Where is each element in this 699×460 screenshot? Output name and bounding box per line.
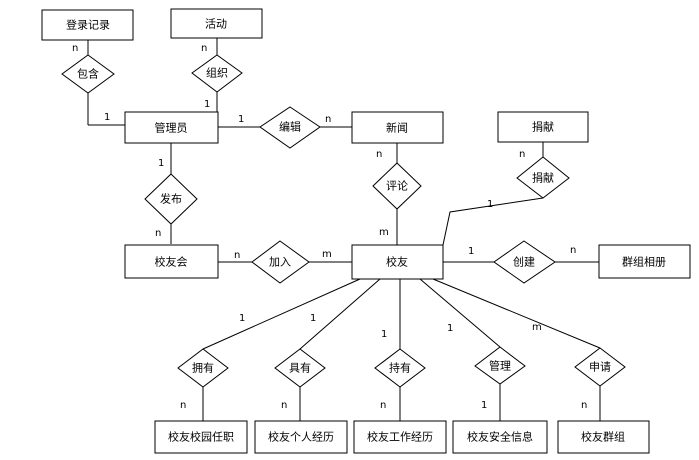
entity-alumni: 校友 (351, 244, 444, 280)
entity-label-admin: 管理员 (155, 121, 188, 135)
relation-label-hold: 持有 (389, 361, 411, 375)
entity-personal-exp: 校友个人经历 (254, 420, 348, 454)
relation-own: 拥有 (177, 348, 229, 388)
entity-security: 校友安全信息 (452, 420, 548, 454)
card-contain-admin: 1 (104, 112, 110, 123)
card-join-alumni: m (322, 249, 332, 260)
card-have-alumni: 1 (310, 313, 316, 324)
relation-have: 具有 (274, 348, 326, 388)
line-alumni-manage (419, 278, 501, 348)
card-have-exp: n (281, 400, 287, 411)
relation-join: 加入 (251, 240, 310, 284)
line-alumni-apply (432, 278, 601, 349)
card-join-assoc: n (234, 250, 240, 261)
relation-publish: 发布 (144, 173, 198, 225)
entity-school-job: 校友校园任职 (154, 420, 248, 454)
card-create-alumni: 1 (468, 246, 474, 257)
relation-label-manage: 管理 (489, 359, 511, 373)
relation-comment: 评论 (372, 162, 422, 210)
entity-label-activity: 活动 (205, 18, 227, 31)
entity-alumni-assoc: 校友会 (124, 244, 219, 279)
relation-label-own: 拥有 (192, 361, 214, 375)
relation-label-donate: 捐献 (532, 171, 554, 185)
entity-login: 登录记录 (41, 9, 134, 41)
relation-donate: 捐献 (516, 156, 570, 199)
entity-label-personal-exp: 校友个人经历 (268, 430, 334, 444)
entity-label-login: 登录记录 (66, 18, 110, 32)
relation-label-have: 具有 (289, 361, 311, 375)
card-hold-alumni: 1 (381, 329, 387, 340)
card-organize-activity: n (201, 43, 207, 54)
entity-label-work-exp: 校友工作经历 (367, 430, 433, 444)
card-publish-assoc: n (155, 228, 161, 239)
relation-manage: 管理 (474, 346, 526, 385)
card-donate-alumni: 1 (487, 199, 493, 210)
card-donate-donation: n (519, 149, 525, 160)
relation-hold: 持有 (374, 348, 426, 388)
card-create-album: n (570, 245, 576, 256)
entity-admin: 管理员 (124, 111, 219, 144)
entity-label-school-job: 校友校园任职 (168, 430, 234, 444)
entity-label-group: 校友群组 (581, 430, 625, 444)
card-manage-alumni: 1 (447, 323, 453, 334)
card-organize-admin: 1 (204, 99, 210, 110)
relation-apply: 申请 (574, 347, 626, 387)
relation-label-publish: 发布 (160, 192, 182, 206)
card-comment-alumni: m (379, 227, 389, 238)
entity-work-exp: 校友工作经历 (353, 420, 447, 454)
entity-label-alumni-assoc: 校友会 (155, 255, 188, 269)
entity-news: 新闻 (351, 111, 444, 144)
relation-organize: 组织 (191, 54, 243, 93)
entity-label-donation: 捐献 (532, 120, 554, 134)
card-edit-news: n (325, 114, 331, 125)
line-alumni-own (202, 278, 361, 350)
relation-label-comment: 评论 (386, 179, 408, 193)
card-apply-group: n (581, 400, 587, 411)
relation-create: 创建 (493, 240, 556, 284)
card-contain-login: n (72, 43, 78, 54)
entity-activity: 活动 (170, 8, 263, 39)
line-alumni-have (299, 278, 381, 350)
entity-label-alumni: 校友 (386, 255, 408, 269)
entity-label-group-album: 群组相册 (622, 255, 666, 269)
card-edit-admin: 1 (238, 114, 244, 125)
line-donate-alumni (442, 197, 544, 246)
card-manage-security: 1 (481, 400, 487, 411)
cardinality-labels: n 1 n 1 1 n 1 n n m n 1 n m 1 n 1 n 1 n … (72, 43, 587, 411)
card-own-alumni: 1 (239, 313, 245, 324)
relation-edit: 编辑 (259, 106, 321, 149)
card-own-job: n (180, 400, 186, 411)
connector-lines (87, 38, 601, 421)
relation-label-apply: 申请 (589, 361, 611, 374)
relation-label-contain: 包含 (77, 67, 99, 81)
entity-group: 校友群组 (557, 420, 650, 454)
relation-label-create: 创建 (513, 255, 535, 269)
entity-label-news: 新闻 (386, 121, 408, 135)
relation-label-organize: 组织 (206, 66, 228, 80)
card-apply-alumni: m (532, 322, 542, 333)
entity-donation: 捐献 (497, 111, 589, 143)
relation-contain: 包含 (61, 54, 115, 94)
card-publish-admin: 1 (158, 158, 164, 169)
relation-label-edit: 编辑 (279, 120, 301, 134)
card-comment-news: n (376, 149, 382, 160)
card-hold-work: n (380, 400, 386, 411)
entity-label-security: 校友安全信息 (467, 430, 533, 444)
entity-group-album: 群组相册 (598, 244, 691, 279)
relation-label-join: 加入 (269, 256, 291, 269)
